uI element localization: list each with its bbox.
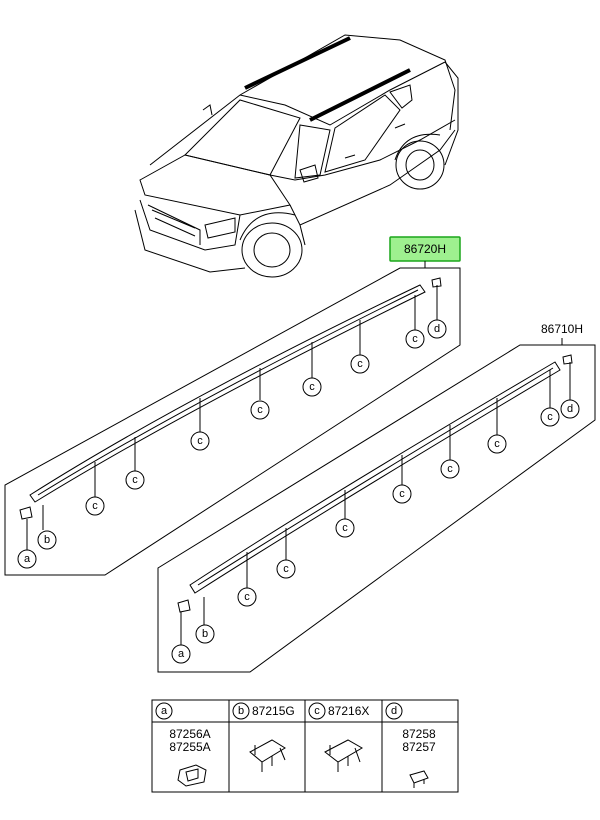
callout-c-upper-4[interactable]: c — [250, 400, 270, 420]
svg-text:c: c — [412, 333, 418, 345]
svg-text:c: c — [257, 404, 263, 416]
clip-a-lower-icon — [177, 599, 191, 613]
svg-text:c: c — [547, 411, 553, 423]
svg-text:86710H: 86710H — [541, 322, 583, 336]
svg-text:c: c — [132, 474, 138, 486]
svg-text:c: c — [494, 438, 500, 450]
legend-col-a[interactable]: a 87256A 87255A — [155, 702, 211, 787]
svg-text:87257: 87257 — [402, 740, 436, 754]
svg-text:d: d — [434, 323, 440, 335]
legend-col-c[interactable]: c 87216X — [308, 702, 369, 772]
callout-c-lower-3[interactable]: c — [335, 518, 355, 538]
callout-c-upper-6[interactable]: c — [350, 354, 370, 374]
svg-text:a: a — [178, 648, 185, 660]
svg-text:87256A: 87256A — [169, 727, 210, 741]
svg-text:c: c — [197, 435, 203, 447]
svg-text:d: d — [567, 403, 573, 415]
legend-col-b[interactable]: b 87215G — [232, 702, 295, 772]
svg-text:a: a — [24, 553, 31, 565]
svg-text:b: b — [238, 705, 244, 717]
svg-text:c: c — [314, 705, 320, 717]
clip-a-icon — [19, 506, 33, 520]
callout-c-lower-1[interactable]: c — [237, 587, 257, 607]
svg-text:a: a — [161, 705, 168, 717]
callout-a-upper[interactable]: a — [17, 549, 37, 569]
clip-d-lower-icon — [562, 354, 573, 365]
svg-text:c: c — [244, 591, 250, 603]
part-number-86720H[interactable]: 86720H — [389, 236, 461, 262]
svg-text:c: c — [399, 488, 405, 500]
callout-c-lower-4[interactable]: c — [392, 484, 412, 504]
callout-c-lower-6[interactable]: c — [487, 434, 507, 454]
part-number-86710H[interactable]: 86710H — [541, 322, 583, 336]
clip-b-legend-icon — [249, 739, 286, 772]
svg-text:87215G: 87215G — [252, 704, 295, 718]
svg-text:c: c — [447, 463, 453, 475]
svg-text:86720H: 86720H — [404, 242, 446, 256]
rail-group-86710H — [157, 344, 596, 673]
callout-c-lower-5[interactable]: c — [440, 459, 460, 479]
callout-c-lower-2[interactable]: c — [276, 559, 296, 579]
callout-d-upper[interactable]: d — [427, 319, 447, 339]
clip-d-legend-icon — [409, 770, 429, 788]
rail-group-86720H — [4, 267, 461, 576]
svg-text:c: c — [92, 500, 98, 512]
svg-text:87255A: 87255A — [169, 740, 210, 754]
clip-c-legend-icon — [324, 739, 363, 772]
callout-c-lower-7[interactable]: c — [540, 407, 560, 427]
svg-text:d: d — [391, 705, 397, 717]
suv-illustration — [134, 34, 459, 278]
callout-b-lower[interactable]: b — [195, 624, 215, 644]
legend-table — [151, 699, 459, 793]
svg-text:c: c — [357, 358, 363, 370]
clip-d-icon — [431, 277, 442, 288]
svg-text:c: c — [342, 522, 348, 534]
callout-b-upper[interactable]: b — [37, 530, 57, 550]
callout-d-lower[interactable]: d — [560, 399, 580, 419]
callout-c-upper-3[interactable]: c — [190, 431, 210, 451]
svg-text:87258: 87258 — [402, 727, 436, 741]
roof-rail-left[interactable] — [29, 284, 426, 503]
svg-text:b: b — [44, 534, 50, 546]
svg-text:87216X: 87216X — [328, 704, 369, 718]
callout-c-upper-1[interactable]: c — [85, 496, 105, 516]
callout-c-upper-7[interactable]: c — [405, 329, 425, 349]
roof-rail-right[interactable] — [189, 361, 561, 594]
callout-c-upper-2[interactable]: c — [125, 470, 145, 490]
clip-a-legend-icon — [177, 764, 207, 787]
callout-c-upper-5[interactable]: c — [302, 377, 322, 397]
callout-a-lower[interactable]: a — [171, 644, 191, 664]
svg-text:c: c — [283, 563, 289, 575]
legend-col-d[interactable]: d 87258 87257 — [385, 702, 436, 788]
svg-text:c: c — [309, 381, 315, 393]
svg-text:b: b — [202, 628, 208, 640]
